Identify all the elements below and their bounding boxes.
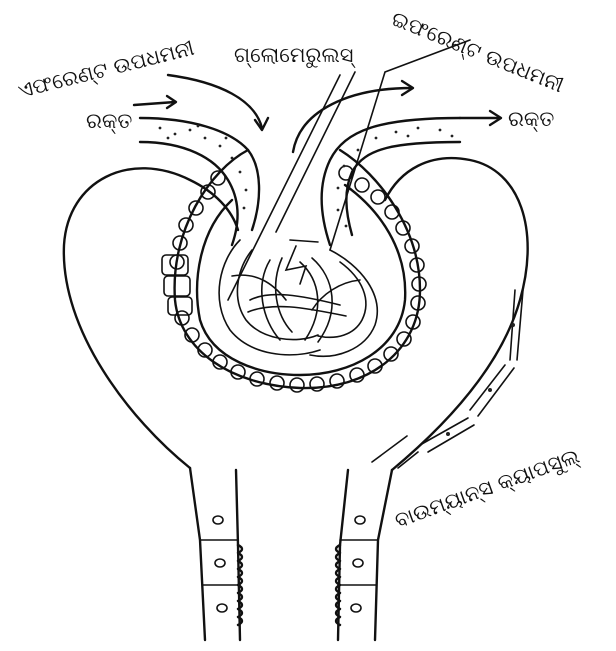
tubule-right: [336, 470, 392, 640]
afferent-arteriole-label: ଏଫରେଣ୍ଟ ଉପଧମନୀ: [15, 36, 196, 104]
blood-out-label: ରକ୍ତ: [508, 107, 554, 132]
capsule-outer-wall-right: [385, 158, 528, 470]
efferent-flow-arrow: [293, 81, 413, 152]
afferent-arteriole: [140, 118, 259, 245]
glomerulus-tuft: [219, 240, 377, 356]
blood-in-label: ରକ୍ତ: [86, 109, 132, 134]
blood-out-arrow: [460, 111, 501, 125]
glomerulus-label: ଗ୍ଲୋମେରୁଲସ୍: [234, 43, 356, 68]
capsule-outer-wall: [64, 168, 238, 468]
leader-lines: [228, 40, 470, 462]
tubule-left: [190, 468, 242, 640]
bowmans-capsule-label: ବାଉମ୍ୟାନ୍ସ କ୍ୟାପସୁଲ୍: [392, 444, 583, 534]
efferent-arteriole: [322, 118, 460, 245]
blood-in-arrow: [134, 96, 176, 108]
efferent-arteriole-label: ଇଫରେଣ୍ଟ ଉପଧମନୀ: [388, 6, 567, 98]
